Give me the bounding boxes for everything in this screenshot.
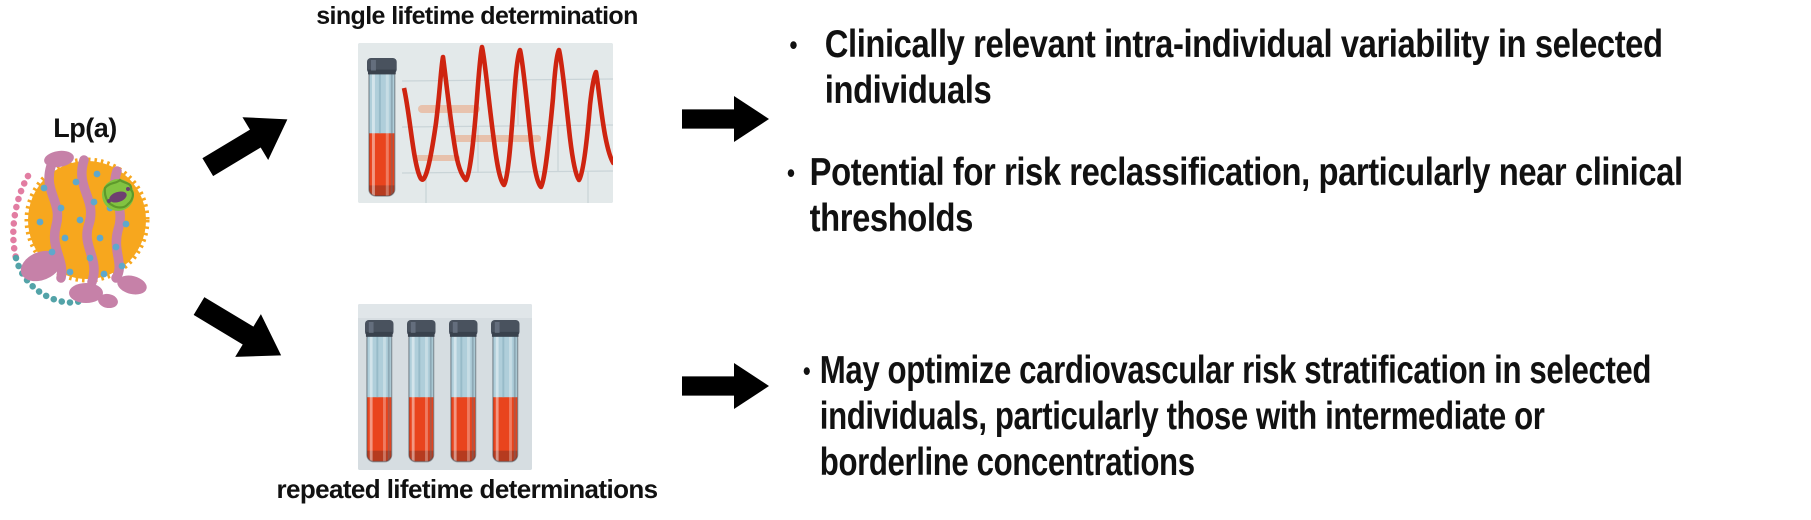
bullet-text: Clinically relevant intra-individual var… — [824, 23, 1663, 112]
lpa-label: Lp(a) — [53, 113, 117, 143]
arrow-to-repeated-determinations-icon — [186, 284, 296, 379]
lipoprotein-particle-icon — [10, 150, 150, 308]
fluctuating-curve-icon — [401, 44, 613, 190]
blood-tube-icon — [491, 320, 520, 462]
blood-tube-icon — [367, 58, 397, 196]
repeated-tubes-image — [358, 304, 532, 470]
bullet-dot: • — [803, 356, 811, 386]
arrow-to-bottom-bullets-icon — [682, 362, 770, 410]
arrow-to-top-bullets-icon — [682, 95, 770, 143]
bullet-text: May optimize cardiovascular risk stratif… — [819, 349, 1652, 484]
bullet-item-reclassification: • Potential for risk reclassification, p… — [787, 150, 1683, 242]
blood-tube-icon — [365, 320, 394, 462]
blood-tube-icon — [407, 320, 436, 462]
bullet-item-stratification: • May optimize cardiovascular risk strat… — [803, 348, 1651, 486]
arrow-to-single-determination-icon — [194, 97, 301, 190]
bullet-text: Potential for risk reclassification, par… — [809, 151, 1683, 240]
bottom-bullet-list: • May optimize cardiovascular risk strat… — [803, 348, 1651, 486]
blood-tube-icon — [449, 320, 478, 462]
repeated-determinations-caption: repeated lifetime determinations — [276, 474, 658, 504]
single-determination-title: single lifetime determination — [316, 2, 638, 30]
bullet-dot: • — [787, 158, 795, 188]
bullet-item-variability: • Clinically relevant intra-individual v… — [787, 22, 1683, 114]
bullet-dot: • — [789, 30, 798, 60]
single-tube-waveform-image — [358, 43, 613, 203]
top-bullet-list: • Clinically relevant intra-individual v… — [787, 22, 1683, 242]
